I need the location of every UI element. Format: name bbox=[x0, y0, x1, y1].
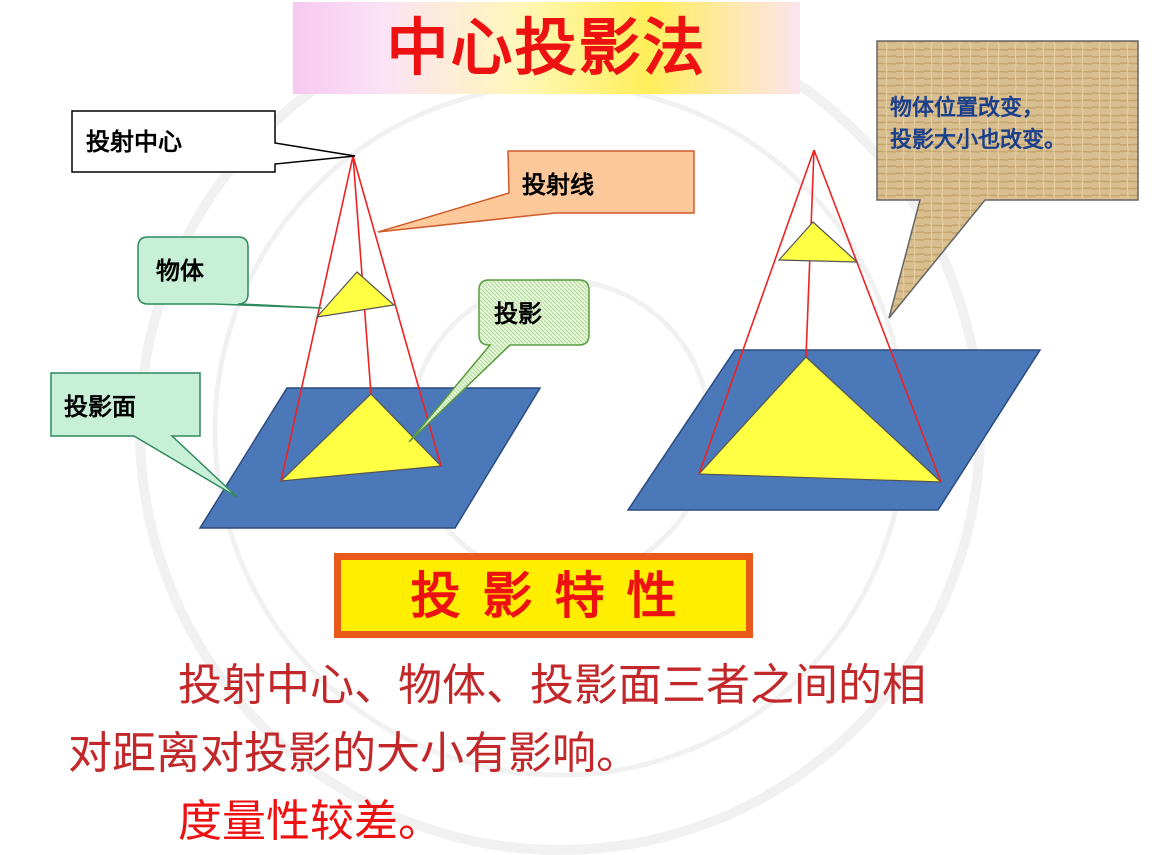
projection-triangle-left bbox=[279, 393, 443, 482]
callout-center-shape bbox=[71, 110, 356, 173]
body-line-2: 对距离对投影的大小有影响。 bbox=[68, 728, 640, 779]
note-text: 物体位置改变， 投影大小也改变。 bbox=[890, 93, 1130, 157]
note-line-1: 物体位置改变， bbox=[890, 96, 1045, 121]
label-projection-plane: 投影面 bbox=[64, 393, 136, 421]
callout-object-shape bbox=[137, 236, 323, 309]
label-projection-ray: 投射线 bbox=[522, 171, 594, 199]
callout-ray-shape bbox=[377, 150, 695, 233]
note-callout-shape bbox=[876, 40, 1139, 319]
feature-heading-box: 投影特性 bbox=[334, 553, 753, 638]
note-line-2: 投影大小也改变。 bbox=[890, 128, 1067, 153]
feature-heading: 投影特性 bbox=[410, 565, 699, 625]
object-triangle-right bbox=[777, 221, 859, 263]
callout-plane-shape bbox=[50, 372, 238, 498]
callout-projection-shape bbox=[408, 279, 590, 443]
body-line-1: 投射中心、物体、投影面三者之间的相 bbox=[178, 660, 926, 711]
body-line-3: 度量性较差。 bbox=[178, 796, 442, 847]
object-triangle-left bbox=[315, 271, 396, 318]
projection-rays-left bbox=[280, 155, 442, 482]
page-title: 中心投影法 bbox=[386, 11, 707, 84]
label-object: 物体 bbox=[156, 257, 204, 285]
label-projection: 投影 bbox=[494, 300, 542, 328]
title-banner: 中心投影法 bbox=[293, 2, 800, 94]
projection-triangle-right bbox=[697, 356, 943, 483]
label-projection-center: 投射中心 bbox=[86, 128, 182, 156]
